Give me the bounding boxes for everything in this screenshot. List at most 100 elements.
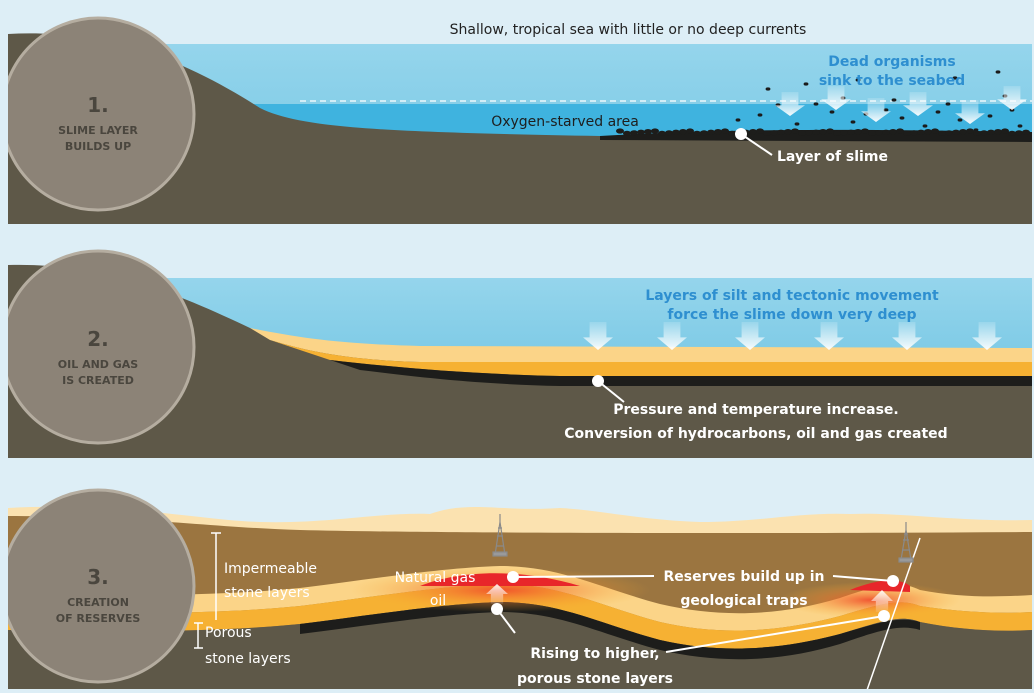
dead-organisms-line1: Dead organisms	[828, 54, 955, 70]
organism-dot	[1017, 124, 1023, 128]
slime-pebble	[959, 129, 967, 135]
pressure-arrows	[583, 322, 1002, 350]
slime-pebble	[840, 130, 848, 136]
slime-pebble	[770, 130, 778, 136]
reserve-leader-right	[832, 575, 894, 582]
slime-pebble	[1022, 129, 1030, 135]
pressure-leader-line	[597, 380, 625, 403]
down-arrow	[861, 98, 891, 122]
porous-label-line1: Porous	[205, 625, 252, 641]
slime-layer-deep	[330, 360, 1032, 386]
slime-pebble	[665, 130, 673, 136]
slime-pebble	[910, 130, 918, 136]
organism-dot	[850, 120, 856, 124]
panel-3: 3. CREATION OF RESERVES Impermeable ston…	[8, 474, 1032, 689]
rising-label-line2: porous stone layers	[517, 671, 673, 687]
seabed-ground	[8, 33, 1032, 224]
slime-pebble	[728, 130, 736, 136]
panel-1: 1. SLIME LAYER BUILDS UP Shallow, tropic…	[8, 8, 1032, 224]
slime-pebble	[651, 128, 659, 134]
oil-label: oil	[430, 593, 446, 609]
slime-pebble	[777, 129, 785, 135]
down-arrow	[997, 86, 1027, 110]
slime-pebble	[882, 129, 890, 135]
slime-pebble	[644, 129, 652, 135]
slime-pebble	[861, 128, 869, 134]
slime-pebble	[1015, 130, 1023, 136]
step-3-title-line1: CREATION	[67, 596, 129, 609]
silt-label-line2: force the slime down very deep	[667, 307, 916, 323]
pressure-arrow	[735, 322, 765, 350]
slime-pebble	[637, 129, 645, 135]
organism-dot	[855, 78, 861, 82]
sand-layer-light	[250, 328, 1032, 362]
step-3-title-line2: OF RESERVES	[56, 612, 141, 625]
panel-2: 2. OIL AND GAS IS CREATED Layers of silt…	[8, 238, 1032, 458]
oil-accumulation-right	[780, 582, 960, 618]
organism-dot	[952, 76, 958, 80]
rising-arrows	[486, 584, 893, 612]
slime-pebble	[658, 130, 666, 136]
pressure-arrow	[972, 322, 1002, 350]
slime-pebble	[630, 130, 638, 136]
slime-pebble	[854, 129, 862, 135]
reserve-leader-left	[512, 575, 655, 578]
down-arrow	[821, 86, 851, 110]
slime-pebble	[686, 128, 694, 134]
slime-pebble	[917, 129, 925, 135]
organism-dot	[891, 98, 897, 102]
step-2-number: 2.	[87, 327, 109, 351]
organism-dot	[813, 102, 819, 106]
slime-pebble	[672, 129, 680, 135]
organism-dot	[735, 118, 741, 122]
slime-pebble	[994, 129, 1002, 135]
organism-dot	[794, 122, 800, 126]
slime-pebble	[826, 128, 834, 134]
step-1-title-line1: SLIME LAYER	[58, 124, 138, 137]
pressure-label-line2: Conversion of hydrocarbons, oil and gas …	[564, 426, 947, 442]
impermeable-label-line1: Impermeable	[224, 561, 317, 577]
step-1-circle	[8, 16, 196, 212]
pressure-arrow	[657, 322, 687, 350]
slime-pebble	[966, 128, 974, 134]
slime-pebble	[945, 130, 953, 136]
organism-dot	[995, 70, 1001, 74]
pressure-arrow	[892, 322, 922, 350]
deep-ground	[8, 602, 1032, 689]
step-3-number: 3.	[87, 565, 109, 589]
slime-pebble	[714, 129, 722, 135]
slime-pebble	[707, 129, 715, 135]
slime-pebble	[721, 128, 729, 134]
step-2-circle	[8, 249, 196, 445]
slime-pebble	[763, 130, 771, 136]
slime-pebble	[791, 128, 799, 134]
oil-rig-left-icon	[492, 514, 508, 557]
step-2-title-line1: OIL AND GAS	[58, 358, 139, 371]
slime-pebble	[987, 129, 995, 135]
fault-line	[866, 537, 921, 689]
dead-organisms-line2: sink to the seabed	[819, 73, 965, 89]
slime-pebble	[749, 129, 757, 135]
organism-dot	[803, 82, 809, 86]
slime-label: Layer of slime	[777, 149, 888, 165]
slime-pebble	[973, 130, 981, 136]
porous-label-line2: stone layers	[205, 651, 291, 667]
slime-pebble	[819, 129, 827, 135]
slime-pebble	[756, 128, 764, 134]
slime-leader-line	[740, 133, 773, 156]
organism-dot	[935, 110, 941, 114]
slime-pebble	[896, 128, 904, 134]
organism-dot	[973, 128, 979, 132]
slime-pebble	[700, 130, 708, 136]
organism-dot	[987, 114, 993, 118]
slime-pebble	[903, 130, 911, 136]
reserves-label-line2: geological traps	[680, 593, 807, 609]
rising-leader-right	[665, 615, 885, 653]
pressure-label-line1: Pressure and temperature increase.	[613, 402, 899, 418]
slime-pebble	[812, 129, 820, 135]
organism-dot	[757, 113, 763, 117]
step-1-number: 1.	[87, 93, 109, 117]
dead-organisms	[616, 70, 1030, 136]
slime-pebble	[1008, 130, 1016, 136]
sinking-arrows	[775, 86, 1027, 124]
